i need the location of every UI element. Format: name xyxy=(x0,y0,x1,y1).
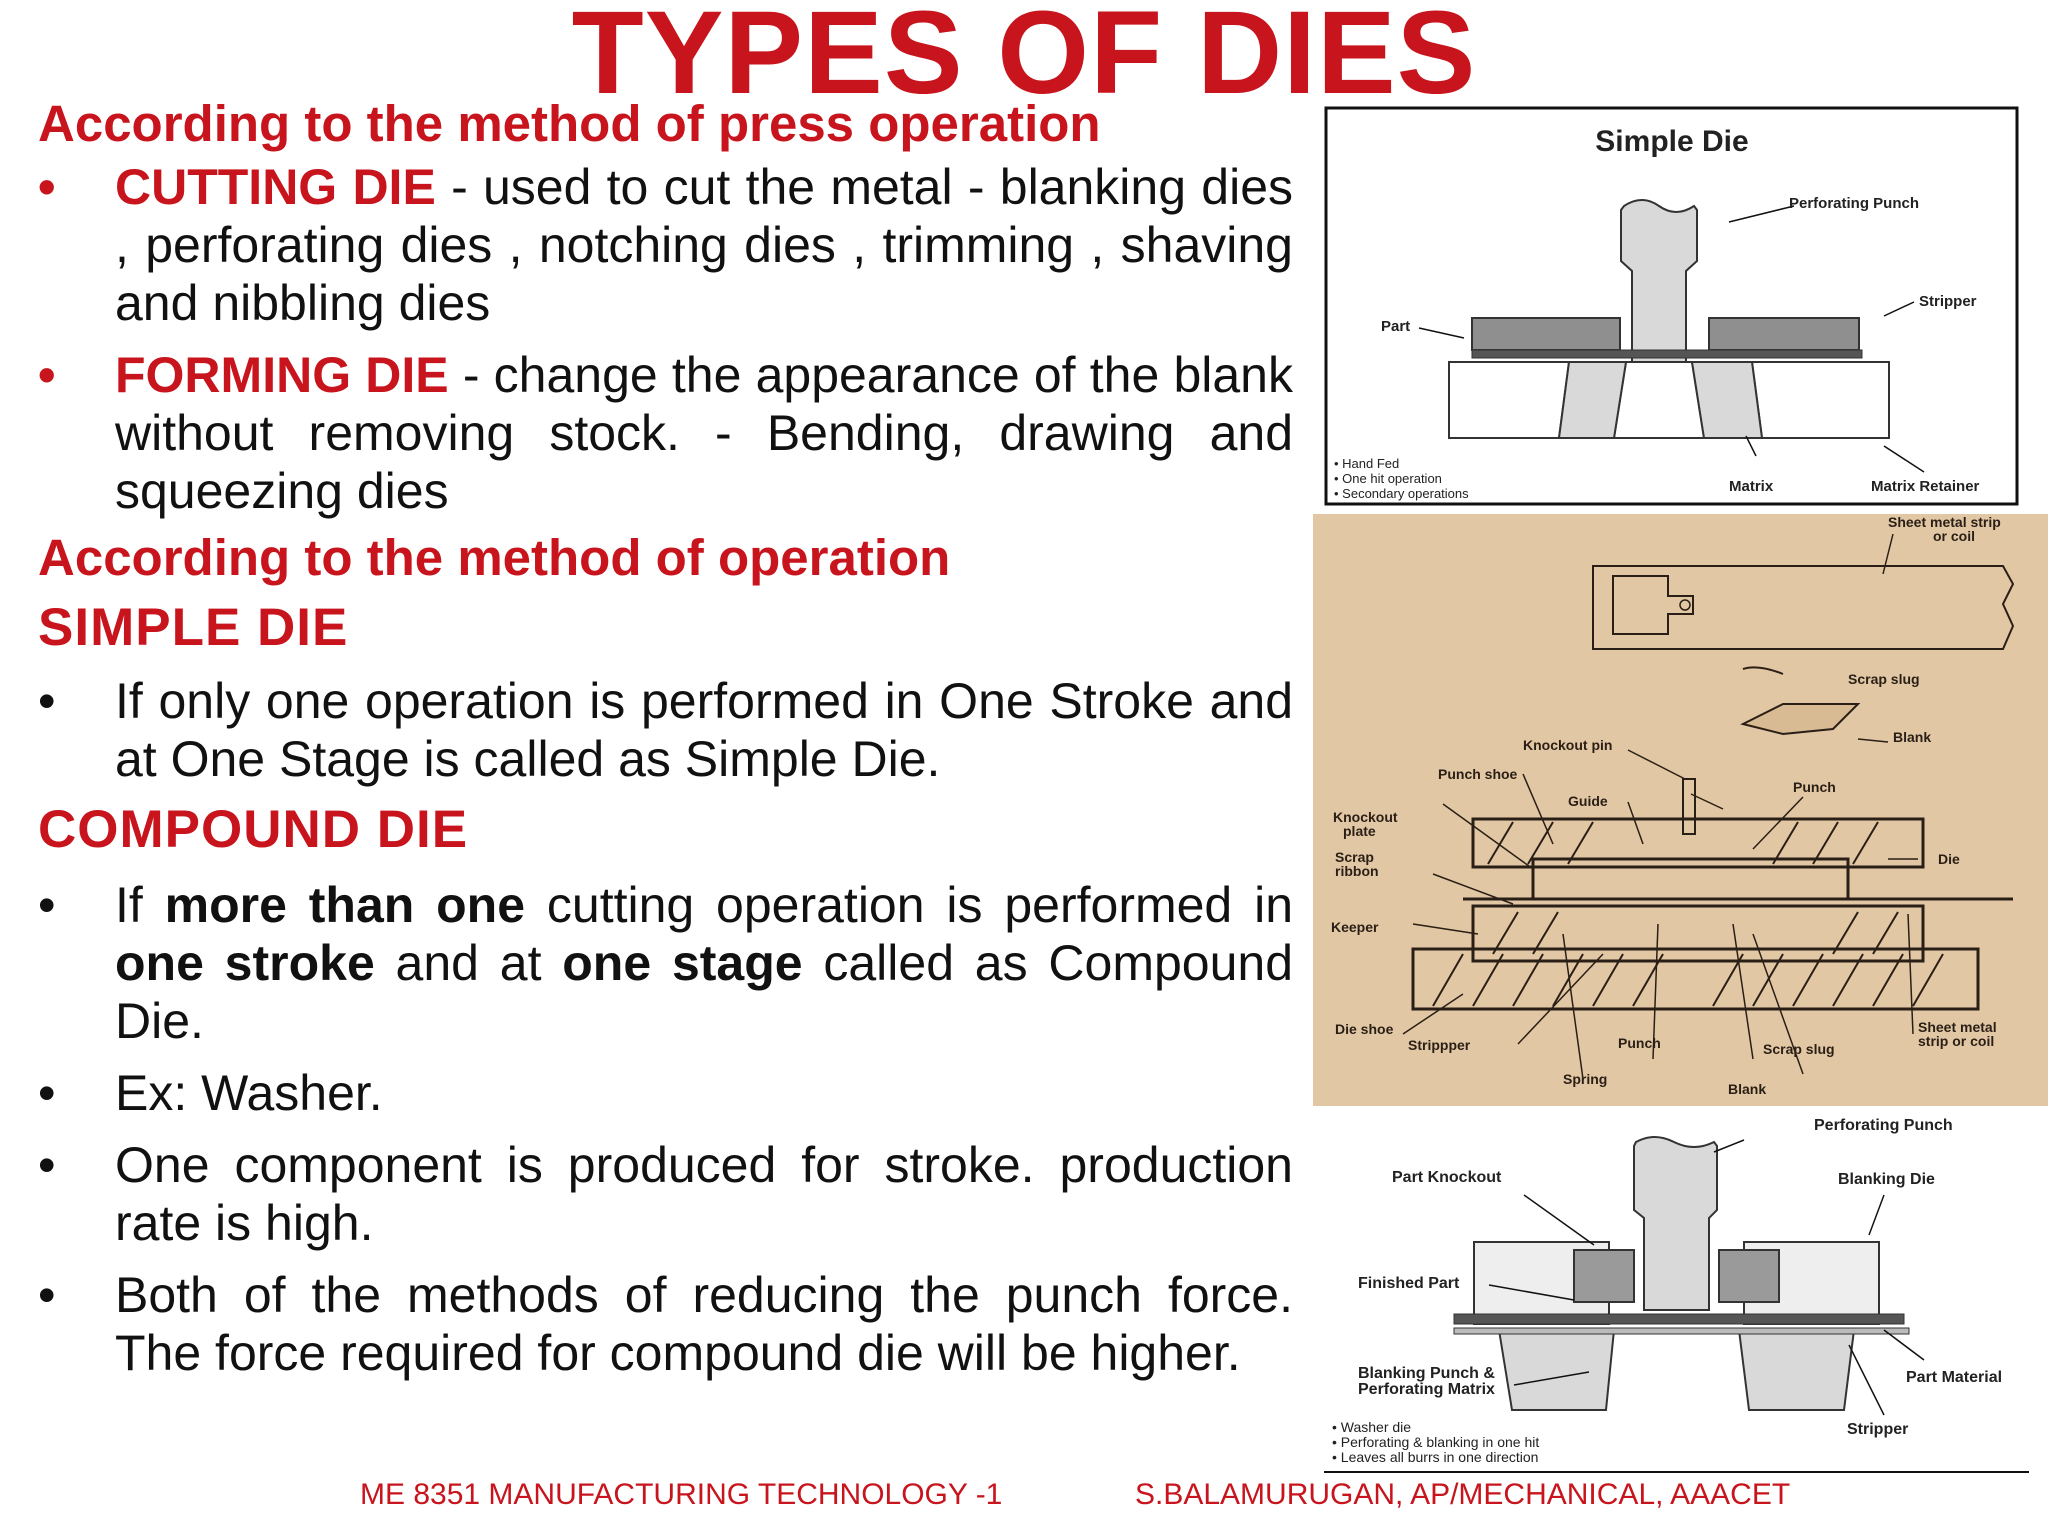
cutting-die-text: - used to cut the metal - blanking dies … xyxy=(115,159,1294,331)
footer-course: ME 8351 MANUFACTURING TECHNOLOGY -1 xyxy=(360,1478,1003,1511)
label-die: Die xyxy=(1938,851,1960,867)
label-matrix-retainer: Matrix Retainer xyxy=(1871,478,1980,495)
bullet-simple-die: • If only one operation is performed in O… xyxy=(38,672,1293,788)
note-one-hit: • One hit operation xyxy=(1334,471,1442,486)
bold-fragment: one stage xyxy=(562,935,803,991)
label-strip-or-coil-bottom: strip or coil xyxy=(1918,1033,1994,1049)
section-heading-operation: According to the method of operation xyxy=(38,529,951,586)
simple-die-text: If only one operation is performed in On… xyxy=(115,673,1293,787)
label-punch: Punch xyxy=(1793,779,1836,795)
hatching xyxy=(1432,821,1944,1007)
matrix-retainer-shape xyxy=(1448,361,1890,439)
heading-compound-die: COMPOUND DIE xyxy=(38,800,469,859)
label-guide: Guide xyxy=(1568,793,1608,809)
heading-simple-die: SIMPLE DIE xyxy=(38,598,349,657)
label-blank: Blank xyxy=(1893,729,1931,745)
bold-fragment: one stroke xyxy=(115,935,375,991)
bullet-forming-die: • FORMING DIE - change the appearance of … xyxy=(38,346,1293,520)
label-sheet-metal-bottom: Sheet metal xyxy=(1918,1019,1997,1035)
term-forming-die: FORMING DIE xyxy=(115,347,449,403)
label-blank-bottom: Blank xyxy=(1728,1081,1766,1097)
force-text: Both of the methods of reducing the punc… xyxy=(115,1267,1293,1381)
note-hand-fed: • Hand Fed xyxy=(1334,456,1399,471)
washer-die-figure: Perforating Punch Part Knockout Blanking… xyxy=(1324,1110,2036,1475)
stripper-right-shape xyxy=(1708,317,1860,351)
bullet-cutting-die: • CUTTING DIE - used to cut the metal - b… xyxy=(38,158,1293,332)
text-fragment: If xyxy=(115,877,165,933)
text-column: According to the method of press operati… xyxy=(38,94,1293,1382)
matrix-left-shape xyxy=(1557,361,1628,439)
label-stripper: Stripper xyxy=(1919,293,1977,310)
label-matrix: Matrix xyxy=(1729,478,1774,495)
note-secondary: • Secondary operations xyxy=(1334,486,1469,501)
bullet-dot: • xyxy=(38,347,56,403)
bold-fragment: more than one xyxy=(164,877,526,933)
label-keeper: Keeper xyxy=(1331,919,1379,935)
label-spring: Spring xyxy=(1563,1071,1607,1087)
forming-die-text: - change the appearance of the blank wit… xyxy=(115,347,1293,519)
bullet-dot: • xyxy=(38,159,56,215)
label-scrap-slug: Scrap slug xyxy=(1848,671,1920,687)
label-plate: plate xyxy=(1343,823,1376,839)
label-part: Part xyxy=(1381,318,1410,335)
label-finished-part: Finished Part xyxy=(1358,1275,1460,1292)
label-scrap-slug-bottom: Scrap slug xyxy=(1763,1041,1835,1057)
note-burrs: • Leaves all burrs in one direction xyxy=(1332,1449,1538,1465)
bullet-compound-production: • One component is produced for stroke. p… xyxy=(38,1136,1293,1252)
label-blanking-punch: Blanking Punch & xyxy=(1358,1365,1495,1382)
bullet-dot: • xyxy=(38,1137,56,1193)
label-stripper: Stripper xyxy=(1847,1421,1908,1438)
label-punch-shoe: Punch shoe xyxy=(1438,766,1518,782)
figure1-title: Simple Die xyxy=(1595,125,1748,158)
bullet-dot: • xyxy=(38,877,56,933)
label-scrap-ribbon: Scrap xyxy=(1335,849,1374,865)
bullet-dot: • xyxy=(38,1065,56,1121)
compound-die-sketch: Sheet metal strip or coil Scrap slug Bla… xyxy=(1313,514,2048,1106)
label-punch-bottom: Punch xyxy=(1618,1035,1661,1051)
bullet-compound-definition: • If more than one cutting operation is p… xyxy=(38,876,1293,1050)
bullet-compound-example: • Ex: Washer. xyxy=(38,1064,1293,1122)
note-one-hit: • Perforating & blanking in one hit xyxy=(1332,1434,1539,1450)
label-knockout-pin: Knockout pin xyxy=(1523,737,1612,753)
label-ribbon: ribbon xyxy=(1335,863,1379,879)
label-perforating-punch: Perforating Punch xyxy=(1789,195,1919,212)
page-title: TYPES OF DIES xyxy=(571,0,1477,119)
label-die-shoe: Die shoe xyxy=(1335,1021,1394,1037)
production-text: One component is produced for stroke. pr… xyxy=(115,1137,1293,1251)
text-fragment: cutting operation is performed in xyxy=(525,877,1293,933)
label-stripper: Strippper xyxy=(1408,1037,1471,1053)
label-knockout-plate: Knockout xyxy=(1333,809,1398,825)
example-text: Ex: Washer. xyxy=(115,1065,383,1121)
label-or-coil: or coil xyxy=(1933,528,1975,544)
term-cutting-die: CUTTING DIE xyxy=(115,159,436,215)
text-fragment: and at xyxy=(374,935,563,991)
label-part-knockout: Part Knockout xyxy=(1392,1169,1502,1186)
note-washer-die: • Washer die xyxy=(1332,1419,1411,1435)
section-heading-press-operation: According to the method of press operati… xyxy=(38,95,1101,152)
label-sheet-metal-strip: Sheet metal strip xyxy=(1888,514,2001,530)
perforating-punch-shape xyxy=(1620,199,1698,365)
part-strip-shape xyxy=(1471,349,1863,359)
simple-die-figure: Simple Die Perforating Punch Stripper Pa… xyxy=(1324,106,2019,506)
label-perforating-punch: Perforating Punch xyxy=(1814,1117,1953,1134)
matrix-right-shape xyxy=(1690,361,1764,439)
bullet-compound-force: • Both of the methods of reducing the pun… xyxy=(38,1266,1293,1382)
bullet-dot: • xyxy=(38,673,56,729)
bullet-dot: • xyxy=(38,1267,56,1323)
label-part-material: Part Material xyxy=(1906,1369,2002,1386)
text-fragment: called as Compound Die. xyxy=(115,935,1294,1049)
label-blanking-die: Blanking Die xyxy=(1838,1171,1935,1188)
stripper-left-shape xyxy=(1471,317,1621,351)
label-perforating-matrix: Perforating Matrix xyxy=(1358,1381,1495,1398)
footer-author: S.BALAMURUGAN, AP/MECHANICAL, AAACET xyxy=(1135,1478,1791,1511)
